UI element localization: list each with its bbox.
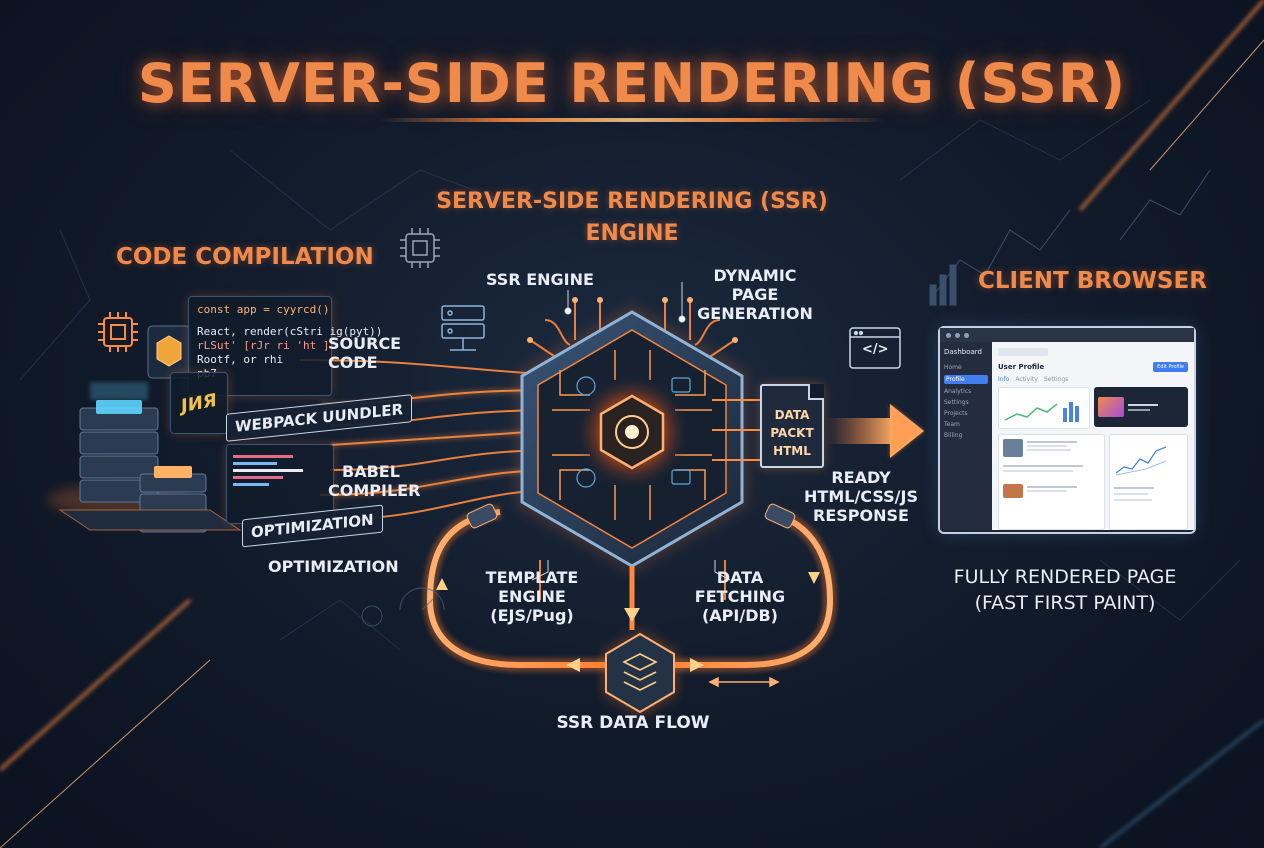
data-fetching-line-1: DATA FETCHING xyxy=(694,568,786,606)
post-feed-card xyxy=(998,434,1105,530)
sidebar-item[interactable]: Team xyxy=(944,421,960,428)
search-bar[interactable] xyxy=(998,348,1048,356)
packet-line-3: HTML xyxy=(773,444,811,458)
profile-tab[interactable]: Settings xyxy=(1043,376,1069,383)
packet-line-2: PACKT xyxy=(770,426,814,440)
fully-rendered-caption: FULLY RENDERED PAGE (FAST FIRST PAINT) xyxy=(950,564,1180,616)
background-chart xyxy=(929,169,1211,306)
page-heading: User Profile xyxy=(998,363,1045,371)
gauge-icon xyxy=(361,587,445,627)
packet-line-1: DATA xyxy=(774,408,810,422)
chip-icon-top xyxy=(400,228,440,268)
engine-core-icon xyxy=(574,374,690,490)
babel-label-line-2: COMPILER xyxy=(328,481,421,500)
glitch-text: JИЯ xyxy=(181,389,217,417)
response-line-3: RESPONSE xyxy=(813,506,909,525)
title-underline-glow xyxy=(380,118,884,122)
source-code-label-line-2: CODE xyxy=(328,353,378,372)
server-settings-icon xyxy=(441,305,485,351)
sidebar-item[interactable]: Home xyxy=(944,364,962,371)
optimization-label: OPTIMIZATION xyxy=(268,557,399,576)
server-stack-icon xyxy=(48,382,242,533)
caption-line-2: (FAST FIRST PAINT) xyxy=(974,592,1156,614)
babel-compiler-label: BABEL COMPILER xyxy=(328,462,420,500)
ssr-data-flow-label: SSR DATA FLOW xyxy=(556,713,710,733)
post-avatar xyxy=(1003,439,1023,457)
document-fold xyxy=(808,384,824,400)
code-brackets-icon: </> xyxy=(862,342,889,357)
dynamic-page-label: DYNAMIC PAGE GENERATION xyxy=(690,266,820,323)
source-code-label: SOURCE CODE xyxy=(328,334,401,372)
dynamic-page-line-2: GENERATION xyxy=(697,304,813,323)
profile-tab[interactable]: Info xyxy=(998,376,1010,383)
response-line-1: READY xyxy=(831,468,891,487)
thumbnail-image xyxy=(1098,397,1124,417)
client-browser-heading: CLIENT BROWSER xyxy=(978,268,1207,294)
template-engine-line-1: TEMPLATE ENGINE xyxy=(485,568,579,606)
data-fetching-label: DATA FETCHING (API/DB) xyxy=(678,568,802,625)
media-card xyxy=(1094,387,1188,427)
label-pointers xyxy=(531,282,731,581)
engine-title: SERVER-SIDE RENDERING (SSR) ENGINE xyxy=(432,186,832,250)
code-line-2: React, render(cStri ig(pyt)) xyxy=(197,325,383,338)
app-brand: Dashboard xyxy=(944,348,982,356)
sparkline-chart xyxy=(1004,402,1079,422)
flow-arrows-small xyxy=(431,574,780,688)
edit-profile-button[interactable]: Edit Profile xyxy=(1153,362,1188,372)
data-fetching-line-2: (API/DB) xyxy=(701,606,778,625)
response-line-2: HTML/CSS/JS xyxy=(804,487,918,506)
code-window-icon xyxy=(849,327,901,369)
template-engine-label: TEMPLATE ENGINE (EJS/Pug) xyxy=(462,568,602,625)
browser-titlebar xyxy=(940,328,1194,342)
engine-circuits xyxy=(529,300,736,600)
source-code-label-line-1: SOURCE xyxy=(328,334,402,353)
corner-streak-top-right xyxy=(1078,0,1264,211)
app-main: User Profile Edit Profile Info Activity Se… xyxy=(992,342,1194,530)
dynamic-page-line-1: DYNAMIC PAGE xyxy=(713,266,797,304)
response-arrow xyxy=(826,404,924,458)
engine-title-line-2: ENGINE xyxy=(585,221,679,246)
ssr-engine-label: SSR ENGINE xyxy=(486,270,594,289)
activity-line-chart xyxy=(1115,446,1167,476)
chip-icon-left xyxy=(98,312,138,352)
code-line-1: const app = cyyrcd() xyxy=(197,303,330,316)
profile-tab[interactable]: Activity xyxy=(1015,376,1038,383)
sidebar-item[interactable]: Analytics xyxy=(944,388,972,395)
sidebar-item[interactable]: Projects xyxy=(944,410,968,417)
caption-line-1: FULLY RENDERED PAGE xyxy=(953,566,1177,588)
analytics-card xyxy=(998,387,1090,429)
profile-tabs: Info Activity Settings xyxy=(998,376,1188,383)
response-label: READY HTML/CSS/JS RESPONSE xyxy=(796,468,926,525)
code-line-3: rLSut' [rJr ri 'ht ]" xyxy=(197,339,337,352)
output-wires xyxy=(712,399,760,461)
code-line-4: Rootf, or rhi xyxy=(197,353,284,366)
corner-streak-bottom-left xyxy=(0,598,211,848)
core-sub-icons xyxy=(576,376,691,488)
sidebar-item[interactable]: Billing xyxy=(944,432,963,439)
background-network xyxy=(19,99,1241,651)
activity-chart-card xyxy=(1108,434,1188,530)
template-engine-line-2: (EJS/Pug) xyxy=(490,606,574,625)
babel-label-line-1: BABEL xyxy=(342,462,400,481)
code-compilation-heading: CODE COMPILATION xyxy=(116,244,374,270)
sidebar-item[interactable]: Settings xyxy=(944,399,969,406)
glitch-code-panel: JИЯ xyxy=(170,372,228,434)
data-flow-hub-icon xyxy=(603,630,677,716)
engine-title-line-1: SERVER-SIDE RENDERING (SSR) xyxy=(436,189,828,214)
engine-circuit-dots xyxy=(527,297,738,343)
react-hex-icon xyxy=(147,325,191,379)
sidebar-item[interactable]: Profile xyxy=(944,375,988,384)
main-title: SERVER-SIDE RENDERING (SSR) xyxy=(137,52,1127,115)
data-packet-document-icon: DATA PACKT HTML xyxy=(760,384,824,468)
bottom-right-streak xyxy=(1099,719,1264,848)
